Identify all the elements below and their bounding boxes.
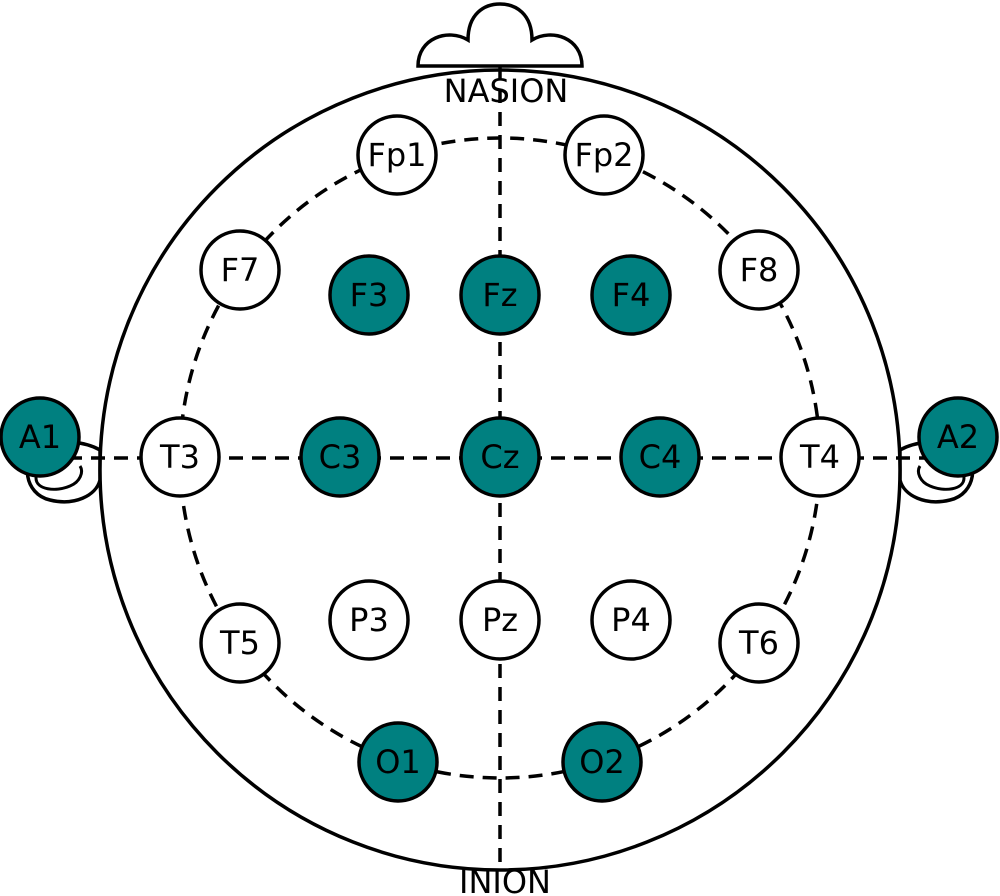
electrode-t4: T4: [779, 416, 861, 498]
electrode-f4-label: F4: [612, 276, 651, 314]
electrode-pz: Pz: [459, 579, 541, 661]
electrode-p4-marker: [590, 579, 672, 661]
electrode-f7-label: F7: [221, 251, 260, 289]
electrode-f8: F8: [718, 229, 800, 311]
electrode-a2-marker: [917, 396, 999, 478]
electrode-a1-marker: [0, 396, 81, 478]
electrode-a1-label: A1: [19, 418, 61, 456]
electrode-f8-label: F8: [740, 251, 779, 289]
electrode-o2: O2: [561, 721, 643, 803]
electrode-cz: Cz: [459, 416, 541, 498]
electrode-fp1: Fp1: [356, 114, 438, 196]
electrode-t5: T5: [199, 602, 281, 684]
electrode-pz-marker: [459, 579, 541, 661]
electrode-f4: F4: [590, 254, 672, 336]
electrode-c4-label: C4: [639, 438, 682, 476]
electrode-o1: O1: [357, 721, 439, 803]
electrode-a2: A2: [917, 396, 999, 478]
electrode-fp2-label: Fp2: [574, 136, 633, 174]
electrode-p3-marker: [328, 579, 410, 661]
electrode-t3-marker: [139, 416, 221, 498]
electrode-a1: A1: [0, 396, 81, 478]
electrode-t6-label: T6: [738, 624, 779, 662]
electrode-fp2-marker: [563, 114, 645, 196]
electrode-c3: C3: [299, 416, 381, 498]
electrode-f8-marker: [718, 229, 800, 311]
electrode-a2-label: A2: [937, 418, 979, 456]
electrode-p3-label: P3: [349, 601, 389, 639]
electrode-t3-label: T3: [159, 438, 200, 476]
electrode-t6: T6: [718, 602, 800, 684]
electrode-t4-marker: [779, 416, 861, 498]
electrode-t5-marker: [199, 602, 281, 684]
electrode-c3-marker: [299, 416, 381, 498]
electrode-p3: P3: [328, 579, 410, 661]
electrode-t3: T3: [139, 416, 221, 498]
electrode-c4-marker: [619, 416, 701, 498]
electrode-pz-label: Pz: [482, 601, 518, 639]
electrode-o1-marker: [357, 721, 439, 803]
electrode-f7-marker: [199, 229, 281, 311]
electrode-fz: Fz: [459, 254, 541, 336]
nasion-label: NASION: [444, 72, 569, 110]
electrode-o2-label: O2: [579, 743, 625, 781]
electrode-p4-label: P4: [611, 601, 651, 639]
electrode-fz-label: Fz: [482, 276, 517, 314]
electrode-fp1-label: Fp1: [367, 136, 426, 174]
electrode-c3-label: C3: [319, 438, 362, 476]
electrode-fz-marker: [459, 254, 541, 336]
electrode-f3-label: F3: [350, 276, 389, 314]
electrode-p4: P4: [590, 579, 672, 661]
electrode-fp2: Fp2: [563, 114, 645, 196]
electrode-f7: F7: [199, 229, 281, 311]
electrode-o1-label: O1: [375, 743, 421, 781]
electrode-t5-label: T5: [219, 624, 260, 662]
electrode-o2-marker: [561, 721, 643, 803]
electrode-fp1-marker: [356, 114, 438, 196]
electrode-c4: C4: [619, 416, 701, 498]
electrode-t4-label: T4: [799, 438, 840, 476]
electrode-f3: F3: [328, 254, 410, 336]
inion-label: INION: [459, 863, 551, 896]
electrode-f3-marker: [328, 254, 410, 336]
nose-outline: [416, 2, 584, 68]
electrode-f4-marker: [590, 254, 672, 336]
electrode-cz-label: Cz: [480, 438, 519, 476]
electrode-t6-marker: [718, 602, 800, 684]
electrode-cz-marker: [459, 416, 541, 498]
